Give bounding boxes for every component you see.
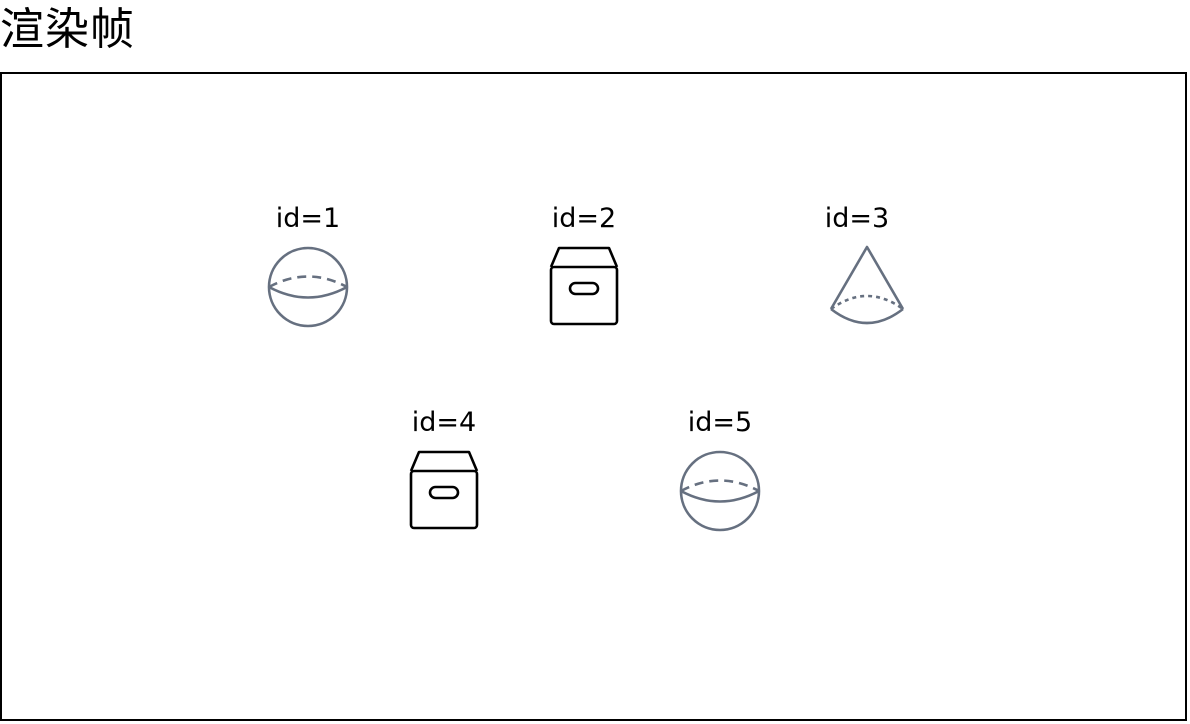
scene-object-4: id=4 bbox=[384, 406, 504, 546]
scene-object-1: id=1 bbox=[248, 202, 368, 342]
scene-object-5: id=5 bbox=[660, 406, 780, 546]
scene-object-2: id=2 bbox=[524, 202, 644, 342]
page-title: 渲染帧 bbox=[0, 4, 135, 55]
sphere-icon bbox=[679, 450, 761, 532]
sphere-icon bbox=[267, 246, 349, 328]
object-label: id=5 bbox=[687, 407, 753, 438]
object-label: id=4 bbox=[411, 407, 477, 438]
box-icon bbox=[409, 450, 479, 530]
render-frame: id=1 id=2 id=3 id=4 bbox=[0, 72, 1187, 721]
object-label: id=3 bbox=[824, 203, 890, 234]
cone-icon bbox=[829, 245, 905, 325]
object-label: id=2 bbox=[551, 203, 617, 234]
scene-object-3: id=3 bbox=[797, 202, 917, 342]
object-label: id=1 bbox=[275, 203, 341, 234]
box-icon bbox=[549, 246, 619, 326]
